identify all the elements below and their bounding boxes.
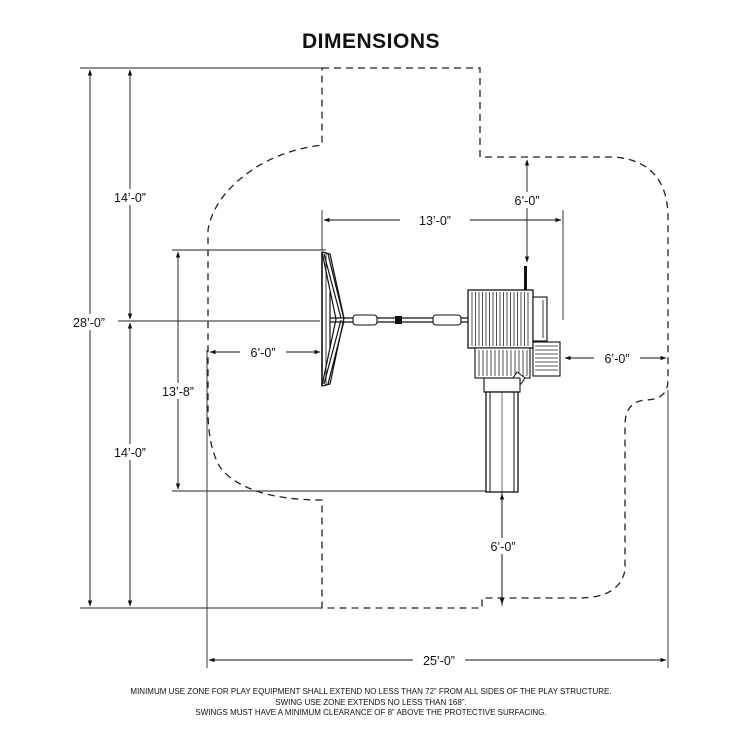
fort-deck: [474, 341, 561, 385]
use-zone-boundary: [207, 67, 669, 609]
swing-beam-depth-label: 13’-8”: [162, 385, 194, 399]
dimension-labels: 14’-0” 14’-0” 28’-0” 13’-8” 13’-0” 6’-0”…: [60, 189, 640, 668]
right-clearance-label: 6’-0”: [604, 352, 629, 366]
total-height-label: 28’-0”: [73, 316, 105, 330]
top-clearance-label: 6’-0”: [514, 194, 539, 208]
slide: [483, 377, 521, 493]
diagram-title: DIMENSIONS: [301, 30, 440, 53]
swing-beam: [330, 314, 468, 326]
structure-width-label: 13’-0”: [419, 214, 451, 228]
bottom-half-height-label: 14’-0”: [114, 446, 146, 460]
left-clearance-label: 6’-0”: [250, 346, 275, 360]
swing-a-frame: [321, 251, 345, 387]
top-half-height-label: 14’-0”: [114, 191, 146, 205]
extension-lines: [80, 67, 669, 668]
total-width-label: 25’-0”: [423, 654, 455, 668]
bottom-clearance-label: 6’-0”: [490, 540, 515, 554]
fort-roof: [467, 266, 548, 349]
dimension-lines: [87, 69, 667, 663]
note-use-zone: MINIMUM USE ZONE FOR PLAY EQUIPMENT SHAL…: [130, 687, 612, 696]
note-swing-clearance: SWINGS MUST HAVE A MINIMUM CLEARANCE OF …: [195, 708, 547, 717]
note-swing-zone: SWING USE ZONE EXTENDS NO LESS THAN 168”…: [275, 697, 467, 707]
safety-notes: MINIMUM USE ZONE FOR PLAY EQUIPMENT SHAL…: [80, 687, 662, 719]
